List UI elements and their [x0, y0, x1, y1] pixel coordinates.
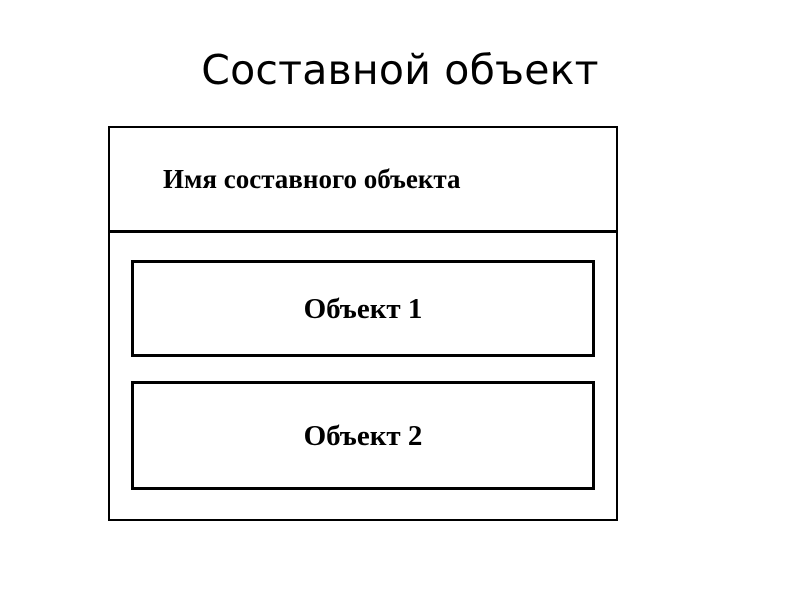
child-object-label-1: Объект 1 [303, 292, 423, 325]
page-title: Составной объект [201, 46, 599, 94]
composite-object-name: Имя составного объекта [163, 164, 461, 194]
child-object-box-2[interactable]: Объект 2 [131, 381, 595, 490]
child-object-box-1[interactable]: Объект 1 [131, 260, 595, 357]
composite-object-header: Имя составного объекта [110, 128, 616, 233]
child-object-label-2: Объект 2 [303, 419, 423, 452]
composite-object-children: Объект 1 Объект 2 [110, 236, 616, 519]
composite-object-box[interactable]: Имя составного объекта Объект 1 Объект 2 [108, 126, 618, 521]
